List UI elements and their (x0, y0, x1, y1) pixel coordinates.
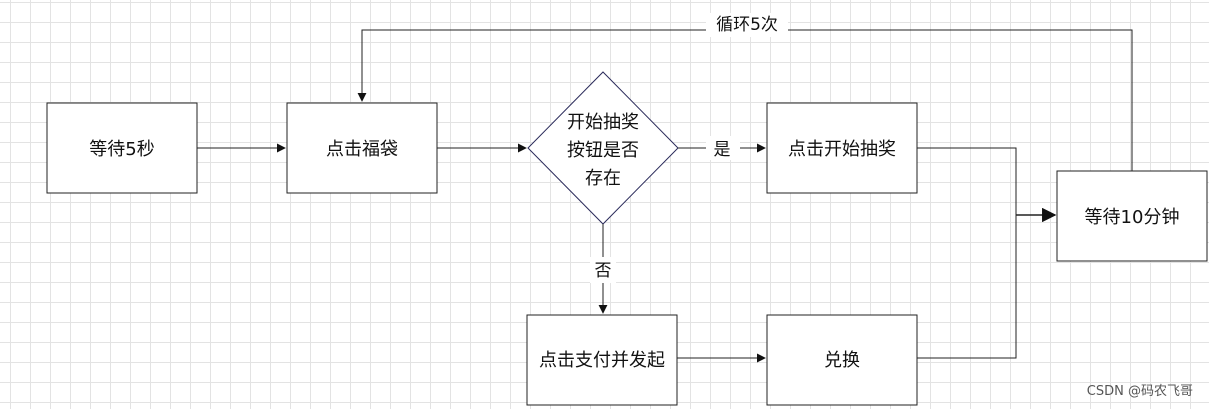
node-wait-5s: 等待5秒 (46, 102, 198, 194)
node-click-pay-label: 点击支付并发起 (539, 350, 665, 371)
node-click-bag-label: 点击福袋 (326, 139, 398, 160)
watermark: CSDN @码农飞哥 (1086, 384, 1193, 399)
decision-line-3: 存在 (585, 168, 621, 189)
node-exchange-label: 兑换 (824, 350, 860, 371)
edge-loop-label: 循环5次 (716, 15, 778, 35)
node-click-pay: 点击支付并发起 (526, 314, 678, 406)
edge-exchange-to-wait10 (917, 215, 1017, 359)
node-wait-5s-label: 等待5秒 (89, 139, 154, 160)
node-decision-button-exists: 开始抽奖 按钮是否 存在 (527, 71, 679, 225)
edge-yes-label: 是 (714, 140, 731, 160)
edge-no-label: 否 (595, 261, 612, 281)
node-click-bag: 点击福袋 (286, 102, 438, 194)
node-wait-10min: 等待10分钟 (1056, 170, 1208, 262)
decision-line-2: 按钮是否 (567, 140, 639, 161)
node-click-start-draw-label: 点击开始抽奖 (788, 139, 896, 160)
node-wait-10min-label: 等待10分钟 (1085, 207, 1180, 228)
edge-loop-label-bg (706, 13, 788, 37)
edge-no-label-bg (590, 257, 616, 283)
edge-startdraw-to-wait10 (917, 147, 1017, 215)
node-exchange: 兑换 (766, 314, 918, 406)
decision-line-1: 开始抽奖 (567, 112, 639, 133)
edge-yes-label-bg (706, 136, 740, 160)
node-click-start-draw: 点击开始抽奖 (766, 102, 918, 194)
